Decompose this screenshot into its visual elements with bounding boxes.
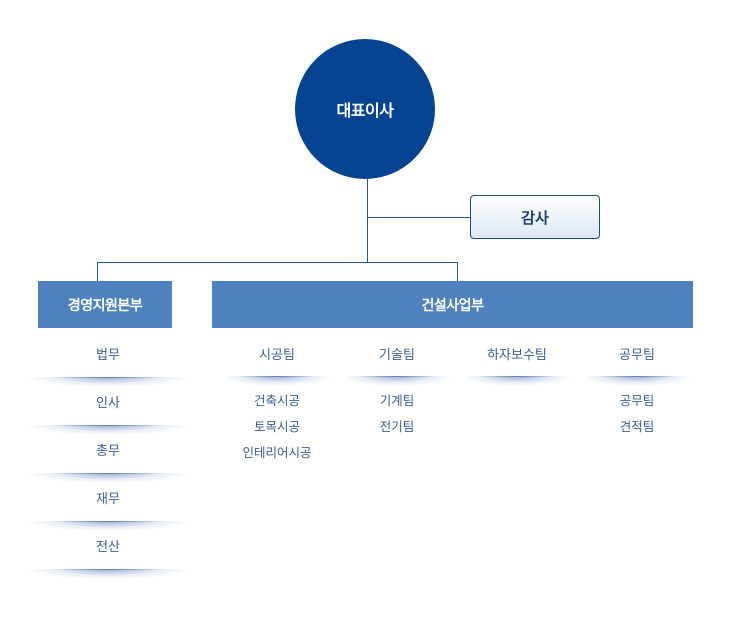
team-separator (222, 376, 332, 386)
management-item: 인사 (96, 396, 120, 411)
construction-division-header: 건설사업부 (212, 281, 693, 328)
item-separator (28, 569, 188, 579)
sub-team-label: 건축시공 (253, 393, 300, 408)
team-label: 하자보수팀 (487, 348, 547, 363)
team-separator (462, 376, 572, 386)
item-separator (28, 473, 188, 483)
audit-label: 감사 (521, 208, 549, 227)
sub-team-label: 전기팀 (379, 419, 415, 434)
team-separator (582, 376, 692, 386)
dept-connector-horizontal (97, 262, 458, 263)
sub-team-label: 기계팀 (379, 393, 415, 408)
sub-team-label: 토목시공 (253, 419, 300, 434)
management-division-label: 경영지원본부 (67, 297, 143, 314)
team-label: 시공팀 (259, 348, 295, 363)
management-item: 전산 (96, 540, 120, 555)
management-item: 총무 (96, 444, 120, 459)
management-connector (97, 262, 98, 281)
item-separator (28, 521, 188, 531)
construction-connector (457, 262, 458, 281)
audit-connector (367, 217, 470, 218)
management-division-header: 경영지원본부 (38, 281, 172, 328)
team-label: 공무팀 (619, 348, 655, 363)
sub-team-label: 인테리어시공 (242, 445, 312, 460)
management-item: 법무 (96, 348, 120, 363)
ceo-connector-vertical (367, 179, 368, 263)
construction-division-label: 건설사업부 (421, 297, 484, 314)
ceo-node: 대표이사 (295, 39, 435, 179)
item-separator (28, 377, 188, 387)
ceo-label: 대표이사 (336, 101, 394, 120)
management-item: 재무 (96, 492, 120, 507)
sub-team-label: 공무팀 (619, 393, 655, 408)
item-separator (28, 425, 188, 435)
audit-node: 감사 (470, 195, 600, 239)
team-label: 기술팀 (379, 348, 415, 363)
team-separator (342, 376, 452, 386)
sub-team-label: 견적팀 (619, 419, 655, 434)
